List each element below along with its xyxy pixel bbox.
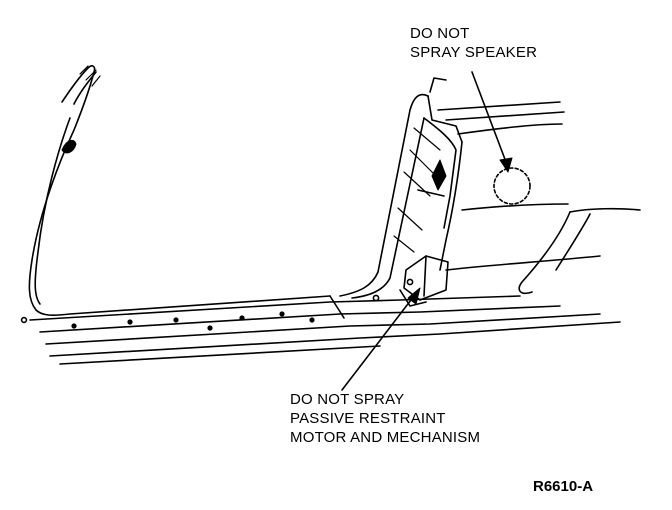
restraint-motor-bracket	[399, 255, 449, 307]
front-door-frame	[28, 65, 331, 316]
speaker-callout-line-1: DO NOT	[410, 25, 470, 42]
speaker-callout-label: DO NOT SPRAY SPEAKER	[410, 24, 537, 62]
restraint-leader-arrow	[341, 287, 421, 391]
restraint-callout-line-3: MOTOR AND MECHANISM	[290, 429, 481, 446]
restraint-callout-line-2: PASSIVE RESTRAINT	[290, 410, 446, 427]
rocker-sill	[20, 295, 621, 365]
restraint-callout-label: DO NOT SPRAY PASSIVE RESTRAINT MOTOR AND…	[290, 390, 480, 447]
speaker	[493, 167, 531, 205]
restraint-callout-line-1: DO NOT SPRAY	[290, 391, 405, 408]
roof-rail	[429, 77, 565, 135]
b-pillar	[339, 93, 463, 302]
speaker-callout-line-2: SPRAY SPEAKER	[410, 44, 538, 61]
rear-quarter-panel	[445, 203, 641, 295]
figure-id: R6610-A	[533, 478, 594, 495]
speaker-leader-arrow	[471, 71, 513, 173]
